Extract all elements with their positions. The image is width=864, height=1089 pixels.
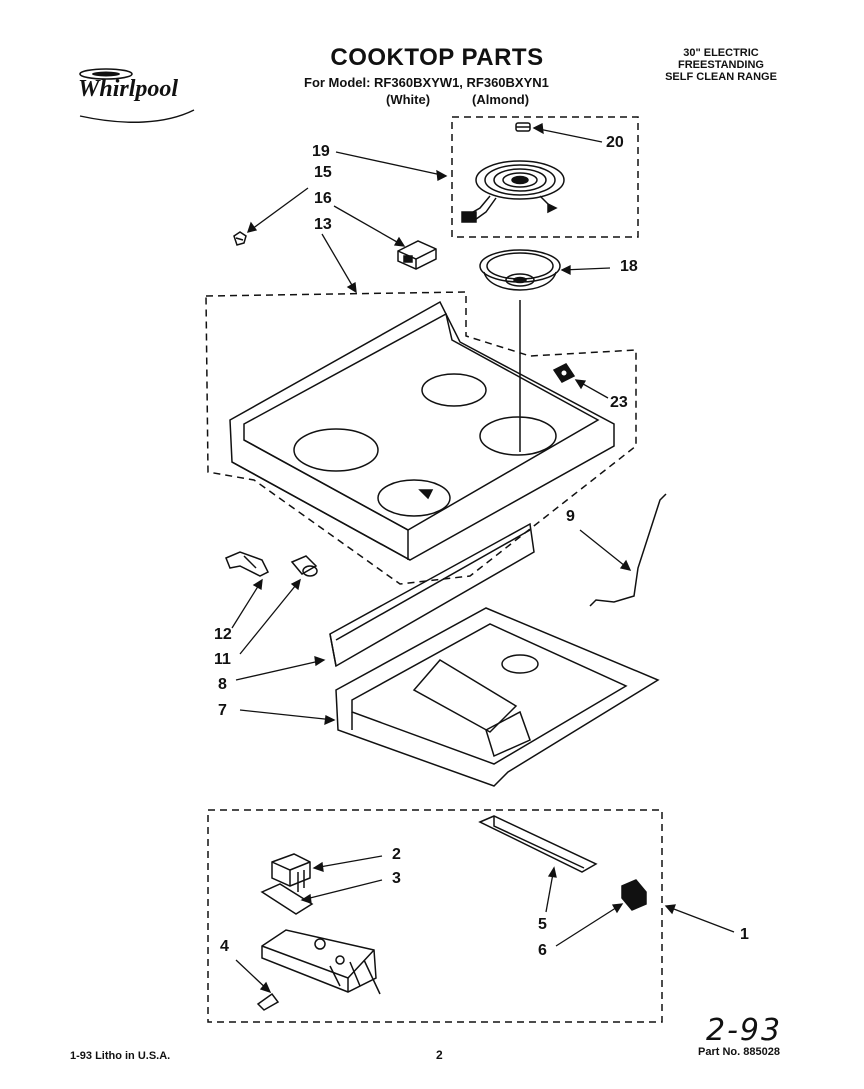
callout-18: 18 (620, 258, 638, 275)
leader-20 (533, 127, 603, 143)
callout-16: 16 (314, 190, 332, 207)
callout-4: 4 (220, 938, 229, 955)
part-11-spacer (290, 555, 318, 577)
leader-15 (247, 187, 309, 233)
part-19-surface-element (461, 160, 565, 223)
part-12-bracket (225, 551, 270, 577)
color-almond-label: (Almond) (472, 92, 530, 107)
callout-2: 2 (392, 846, 401, 863)
callout-6: 6 (538, 942, 547, 959)
part-number: Part No. 885028 (698, 1046, 780, 1058)
logo-swirl-bottom (79, 109, 195, 123)
page-title: COOKTOP PARTS (330, 44, 544, 71)
part-15-clip (233, 231, 247, 246)
part-8-trim-strip (329, 522, 535, 668)
leader-11 (239, 579, 301, 655)
part-13-cooktop (229, 300, 615, 561)
leader-2 (313, 855, 383, 869)
logo-swirl-core (92, 71, 120, 77)
part-9-rod (589, 493, 667, 607)
page-number: 2 (436, 1048, 443, 1062)
leader-1 (665, 905, 735, 933)
color-white-label: (White) (386, 92, 431, 107)
callout-11: 11 (214, 651, 231, 668)
litho-note: 1-93 Litho in U.S.A. (70, 1050, 171, 1062)
model-line: For Model: RF360BXYW1, RF360BXYN1 (304, 75, 549, 90)
callout-8: 8 (218, 676, 227, 693)
switch-assembly (261, 929, 381, 995)
callout-3: 3 (392, 870, 401, 887)
callout-12: 12 (214, 626, 232, 643)
logo-swirl-top (79, 68, 133, 80)
range-line-3: SELF CLEAN RANGE (665, 71, 777, 83)
leader-13 (321, 233, 357, 293)
brand-wordmark: Whirlpool (78, 76, 179, 102)
callout-5: 5 (538, 916, 547, 933)
callout-19: 19 (312, 143, 330, 160)
callout-20: 20 (606, 134, 624, 151)
part-7-burner-box (335, 607, 660, 787)
leader-8 (235, 659, 325, 681)
range-line-2: FREESTANDING (678, 59, 764, 71)
part-6-connector (621, 879, 647, 911)
callout-1: 1 (740, 926, 749, 943)
part-3-insulator (260, 883, 314, 915)
range-line-1: 30" ELECTRIC (683, 47, 759, 59)
leader-9 (579, 529, 631, 571)
part-2-switch (271, 853, 311, 892)
leader-12 (231, 579, 263, 629)
callout-15: 15 (314, 164, 332, 181)
part-23-bracket (552, 363, 576, 383)
part-20-cap (515, 122, 531, 132)
callout-13: 13 (314, 216, 332, 233)
range-description: 30" ELECTRIC FREESTANDING SELF CLEAN RAN… (646, 47, 796, 83)
switch-group-box (207, 809, 663, 1023)
part-16-terminal-block (397, 240, 437, 270)
part-4-clip (256, 992, 280, 1011)
part-18-drip-bowl (479, 249, 561, 452)
leader-3 (301, 879, 383, 901)
leader-19 (335, 151, 447, 177)
whirlpool-logo (66, 66, 201, 126)
leader-16 (333, 205, 405, 247)
leader-6 (555, 903, 623, 947)
callout-23: 23 (610, 394, 628, 411)
cooktop-group-box (205, 291, 637, 585)
callout-9: 9 (566, 508, 575, 525)
callout-7: 7 (218, 702, 227, 719)
handwritten-date: 2-93 (706, 1013, 783, 1048)
element-group-box (451, 116, 639, 238)
leader-7 (239, 709, 335, 721)
part-5-shield (478, 815, 598, 873)
